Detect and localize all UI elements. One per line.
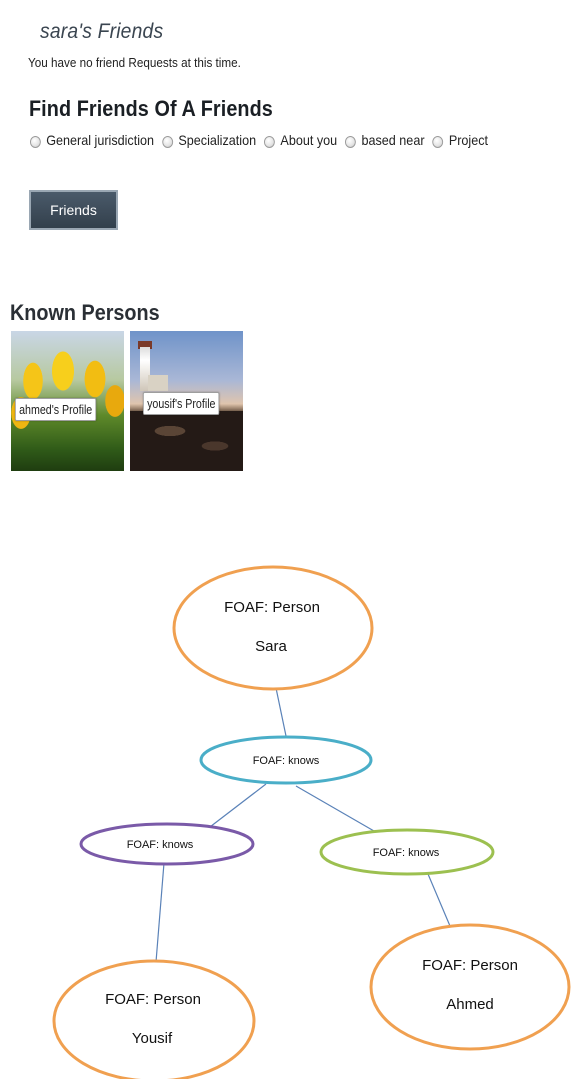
radio-project[interactable]: Project [432, 132, 489, 148]
lighthouse-lamp [138, 341, 152, 349]
node-knows-right-shape [319, 828, 495, 876]
radio-general-jurisdiction[interactable]: General jurisdiction [30, 132, 154, 148]
radio-label: Project [448, 132, 489, 148]
edge-knows-left [205, 783, 267, 831]
radio-label: About you [280, 132, 338, 148]
no-requests-message: You have no friend Requests at this time… [28, 55, 241, 70]
node-sara-name: Sara [255, 638, 287, 655]
node-knows-top-label: FOAF: knows [253, 755, 320, 767]
friends-button[interactable]: Friends [29, 190, 118, 230]
node-ahmed-name: Ahmed [446, 996, 494, 1013]
search-criteria-radio-group: General jurisdiction Specialization Abou… [30, 132, 496, 148]
node-knows-top-shape [199, 735, 373, 785]
node-sara-shape [172, 565, 374, 691]
node-sara: FOAF: Person Sara [172, 565, 374, 691]
radio-specialization[interactable]: Specialization [162, 132, 256, 148]
profile-label[interactable]: yousif's Profile [143, 392, 220, 415]
radio-label: based near [361, 132, 425, 148]
edge-left-yousif [155, 862, 165, 963]
radio-label: Specialization [178, 132, 257, 148]
node-knows-right-label: FOAF: knows [373, 847, 440, 859]
radio-about-you[interactable]: About you [264, 132, 337, 148]
radio-button[interactable] [432, 135, 444, 148]
radio-button[interactable] [30, 135, 41, 148]
radio-button[interactable] [264, 135, 276, 148]
lighthouse-tower [140, 347, 150, 391]
node-knows-left: FOAF: knows [79, 822, 255, 866]
node-yousif-name: Yousif [132, 1030, 173, 1047]
lighthouse-house [148, 375, 168, 391]
node-ahmed-shape [369, 923, 571, 1051]
node-yousif: FOAF: Person Yousif [52, 959, 256, 1079]
profile-label[interactable]: ahmed's Profile [15, 398, 97, 421]
known-persons-heading: Known Persons [10, 300, 160, 325]
node-ahmed-type: FOAF: Person [422, 957, 518, 974]
rocks [130, 411, 243, 471]
node-knows-left-shape [79, 822, 255, 866]
profile-thumbnail-yousif[interactable]: yousif's Profile [130, 331, 243, 471]
radio-label: General jurisdiction [46, 132, 155, 148]
edge-right-ahmed [427, 873, 451, 927]
radio-button[interactable] [345, 135, 357, 148]
node-knows-top: FOAF: knows [199, 735, 373, 785]
radio-based-near[interactable]: based near [345, 132, 425, 148]
node-knows-right: FOAF: knows [319, 828, 495, 876]
node-knows-left-label: FOAF: knows [127, 839, 194, 851]
foaf-diagram: FOAF: Person Sara FOAF: knows FOAF: know… [52, 565, 571, 1079]
find-friends-heading: Find Friends Of A Friends [29, 96, 273, 121]
edge-knows-right [295, 785, 375, 832]
node-yousif-type: FOAF: Person [105, 991, 201, 1008]
page-title: sara's Friends [40, 20, 164, 43]
node-ahmed: FOAF: Person Ahmed [369, 923, 571, 1051]
radio-button[interactable] [162, 135, 173, 148]
node-sara-type: FOAF: Person [224, 599, 320, 616]
profile-thumbnail-ahmed[interactable]: ahmed's Profile [11, 331, 124, 471]
edge-sara-knows [275, 687, 287, 737]
node-yousif-shape [52, 959, 256, 1079]
